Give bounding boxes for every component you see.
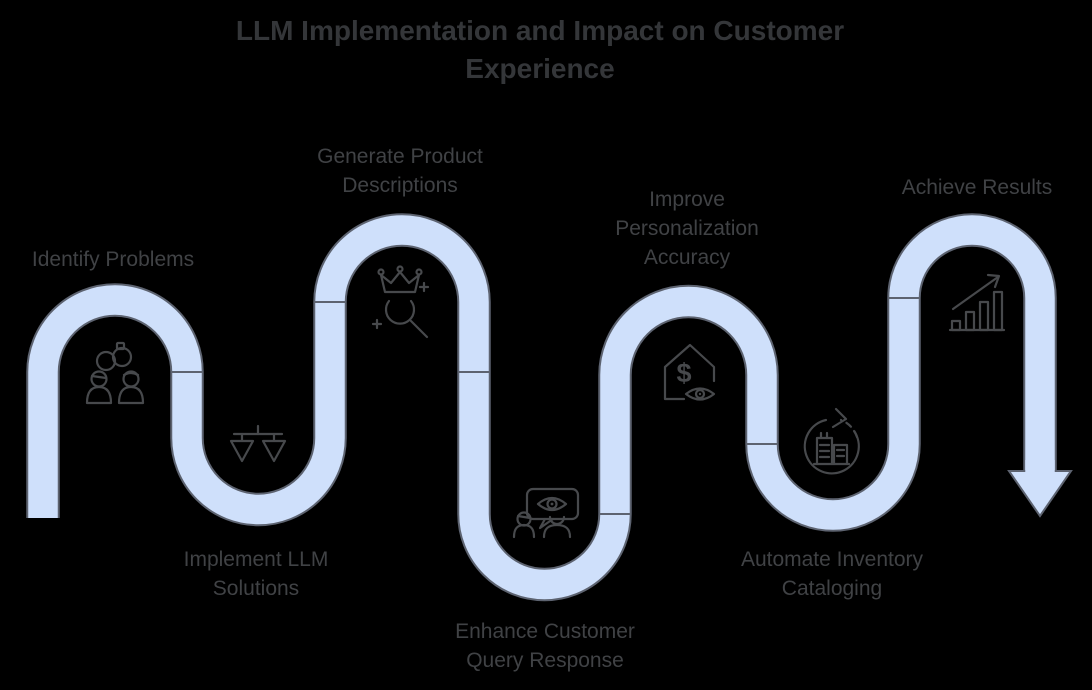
inventory-refresh-icon <box>803 407 860 475</box>
crown-magnifier-sparkle-icon <box>371 265 430 339</box>
stage-label-automate-inventory-cataloging: Automate Inventory Cataloging <box>740 548 924 600</box>
journey-path <box>28 215 1055 600</box>
stage-label-implement-llm-solutions: Implement LLM Solutions <box>183 548 329 600</box>
customer-chat-eye-icon <box>512 487 580 539</box>
stage-label-generate-product-descriptions: Generate Product Descriptions <box>317 145 483 197</box>
people-discussion-icon <box>85 341 145 405</box>
stage-label-achieve-results: Achieve Results <box>901 176 1053 199</box>
diagram-title: LLM Implementation and Impact on Custome… <box>235 15 845 84</box>
house-dollar-eye-icon: $ <box>663 343 716 401</box>
stage-label-improve-personalization-accuracy: Improve Personalization Accuracy <box>615 188 759 269</box>
stage-label-enhance-customer-query-response: Enhance Customer Query Response <box>455 620 635 672</box>
stage-label-identify-problems: Identify Problems <box>31 248 195 271</box>
svg-text:$: $ <box>676 358 691 388</box>
growth-chart-arrow-icon <box>948 273 1006 332</box>
balance-scale-icon <box>229 424 287 463</box>
